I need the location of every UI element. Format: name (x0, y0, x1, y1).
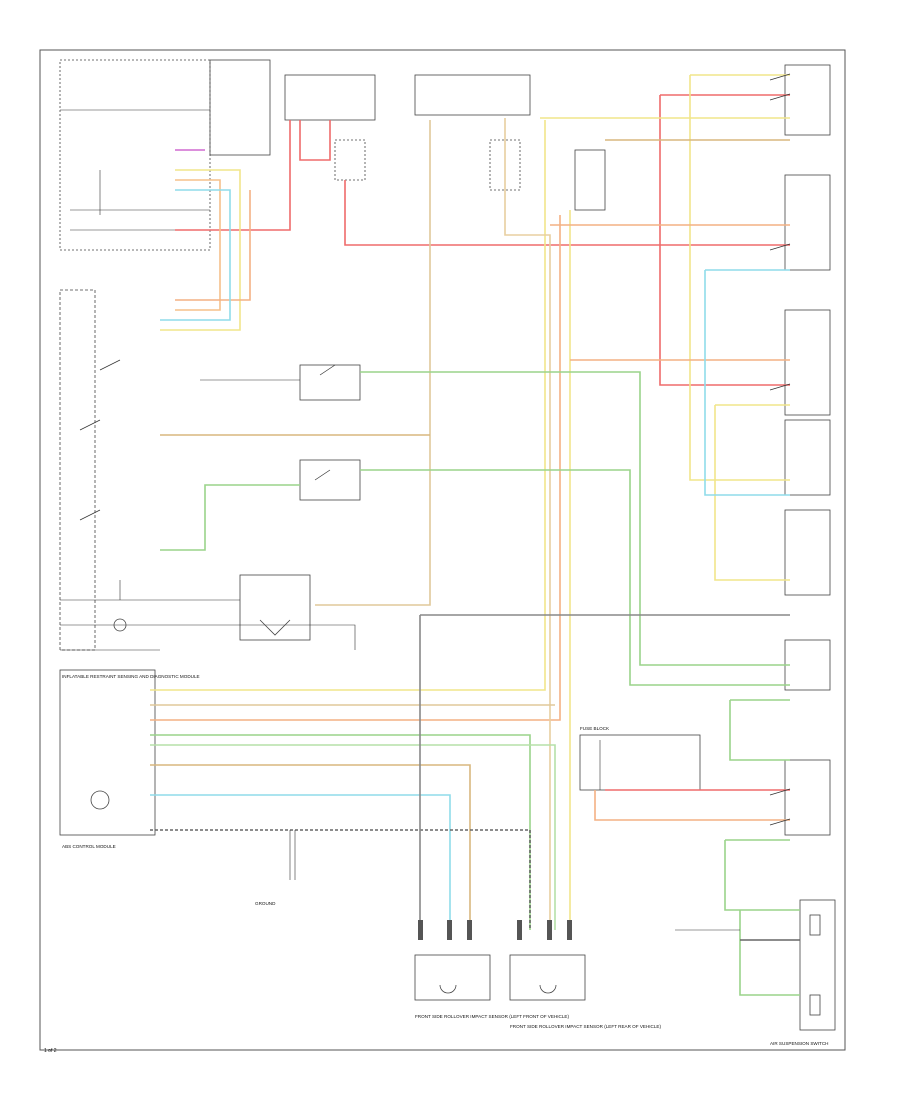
control-module-label: INFLATABLE RESTRAINT SENSING AND DIAGNOS… (62, 674, 200, 679)
signal-lines (60, 109, 740, 931)
sensor-symbols (90, 618, 821, 1016)
wire-runs (150, 74, 800, 996)
front-right-sensor-label: FRONT SIDE ROLLOVER IMPACT SENSOR (LEFT … (510, 1024, 661, 1029)
switch-contacts (79, 73, 791, 826)
air-suspension-label: AIR SUSPENSION SWITCH (770, 1041, 828, 1046)
page-reference: 1 of 2 (44, 1048, 57, 1054)
abs-control-label: ABS CONTROL MODULE (62, 844, 116, 849)
ground-label: GROUND (255, 901, 276, 906)
fuse-block-label: FUSE BLOCK (580, 726, 610, 731)
front-left-sensor-label: FRONT SIDE ROLLOVER IMPACT SENSOR (LEFT … (415, 1014, 569, 1019)
component-outlines (59, 59, 836, 1031)
diagram-border (39, 49, 846, 1051)
sensor-connector-pins (418, 920, 572, 940)
